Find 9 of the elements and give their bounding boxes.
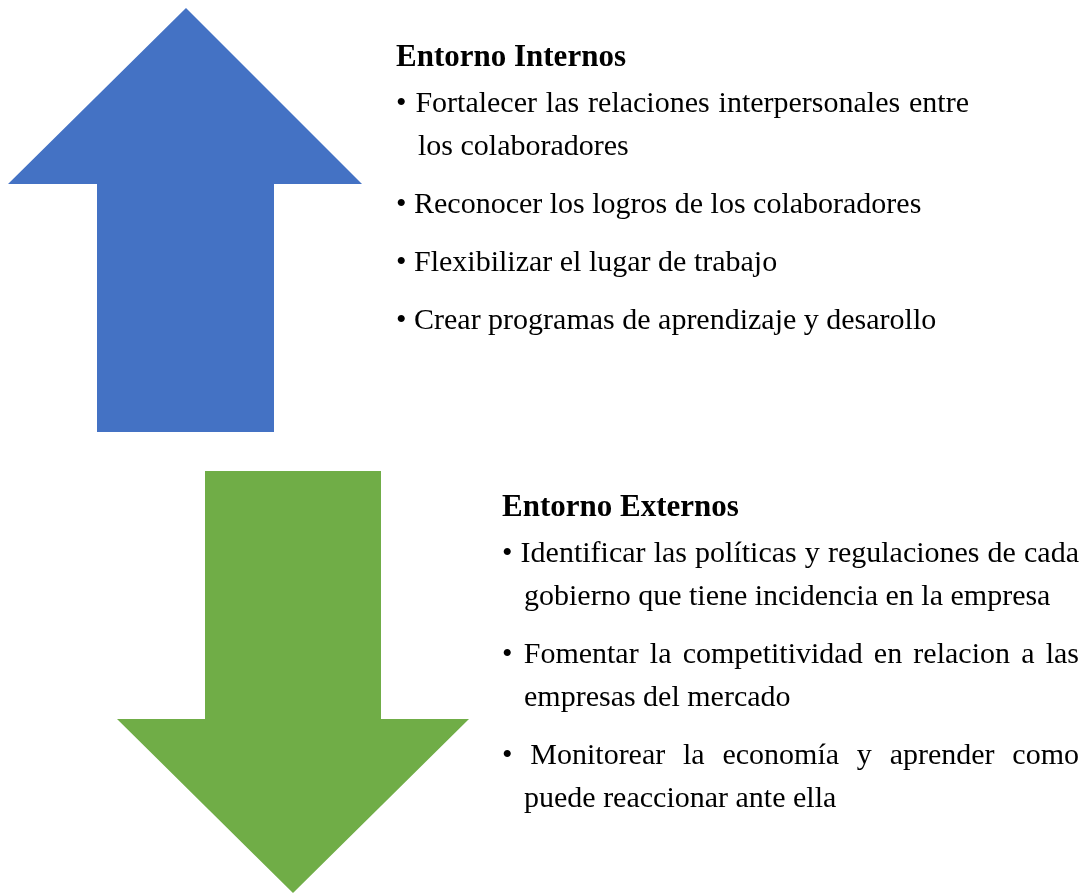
bullet-item: • Flexibilizar el lugar de trabajo xyxy=(396,243,779,279)
bullet-item: • Crear programas de aprendizaje y desarollo xyxy=(396,301,938,337)
section-heading: Entorno Internos xyxy=(396,37,627,75)
bullet-item: • Monitorear la economía y aprender como puede reaccionar ante ella xyxy=(502,736,1079,815)
bullet-item: • Fortalecer las relaciones interpersonales entre los colaboradores xyxy=(396,84,969,163)
bullet-item: • Reconocer los logros de los colaboradores xyxy=(396,185,923,221)
bullet-item: • Identificar las políticas y regulaciones de cada gobierno que tiene incidencia en la empresa xyxy=(502,534,1079,613)
section-heading: Entorno Externos xyxy=(502,487,740,525)
bullet-item: • Fomentar la competitividad en relacion a las empresas del mercado xyxy=(502,635,1079,714)
